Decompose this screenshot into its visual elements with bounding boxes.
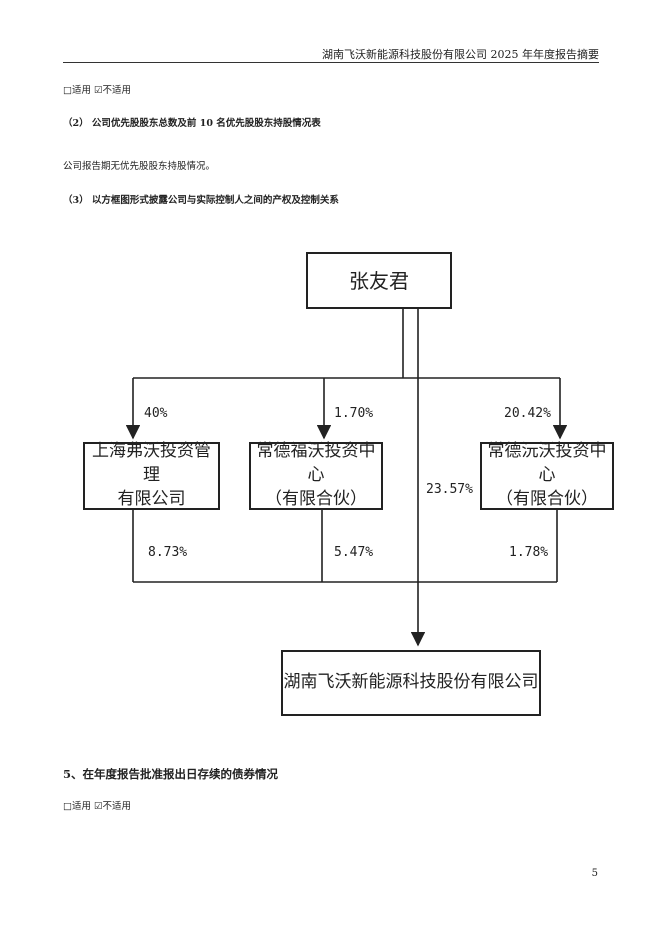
section-2-title: （2） 公司优先股股东总数及前 10 名优先股股东持股情况表 <box>63 118 321 129</box>
holder-3-stake-pct: 1.78% <box>509 545 549 560</box>
section-3-title: （3） 以方框图形式披露公司与实际控制人之间的产权及控制关系 <box>63 195 339 206</box>
holder-1-ownership-pct: 40% <box>144 406 168 421</box>
section-2-body: 公司报告期无优先股股东持股情况。 <box>63 161 216 172</box>
holder-box-3: 常德沅沃投资中心 （有限合伙） <box>480 441 614 510</box>
section-5-title: 5、在年度报告批准报出日存续的债券情况 <box>63 767 278 781</box>
page-number: 5 <box>591 868 598 879</box>
company-name: 湖南飞沃新能源科技股份有限公司 <box>283 672 539 693</box>
holder-box-1: 上海弗沃投资管理 有限公司 <box>83 441 220 510</box>
header-rule <box>63 62 599 63</box>
page-header: 湖南飞沃新能源科技股份有限公司 2025 年年度报告摘要 <box>322 48 599 61</box>
holder-box-2: 常德福沃投资中心 （有限合伙） <box>249 441 383 510</box>
company-box: 湖南飞沃新能源科技股份有限公司 <box>281 650 541 716</box>
direct-ownership-pct: 23.57% <box>426 482 473 497</box>
holder-3-name-line2: （有限合伙） <box>496 488 598 509</box>
holder-2-ownership-pct: 1.70% <box>334 406 374 421</box>
holder-2-name-line2: （有限合伙） <box>265 488 367 509</box>
holder-3-ownership-pct: 20.42% <box>504 406 551 421</box>
holder-2-name-line1: 常德福沃投资中心 <box>256 441 376 486</box>
applicability-note: □适用 ☑不适用 <box>63 85 132 96</box>
holder-2-stake-pct: 5.47% <box>334 545 374 560</box>
section-5-applicability: □适用 ☑不适用 <box>63 801 132 812</box>
controller-box: 张友君 <box>306 252 452 309</box>
holder-1-stake-pct: 8.73% <box>148 545 188 560</box>
holder-3-name-line1: 常德沅沃投资中心 <box>487 441 607 486</box>
holder-1-name-line1: 上海弗沃投资管理 <box>92 441 211 486</box>
controller-name: 张友君 <box>349 268 409 293</box>
holder-1-name-line2: 有限公司 <box>117 488 186 509</box>
